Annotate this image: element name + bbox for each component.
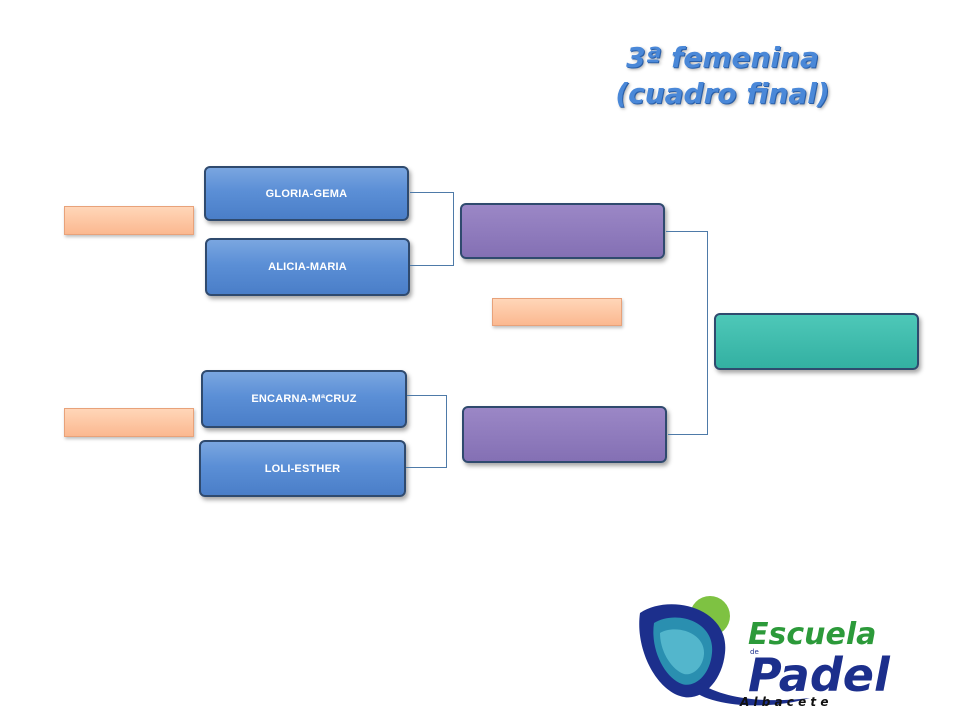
team-encarna-mcruz: ENCARNA-MªCRUZ [201, 370, 407, 428]
logo-word-padel: Padel [748, 648, 891, 702]
logo-graphic: Escuela de Padel A l b a c e t e [639, 596, 891, 709]
title-line-1: 3ª femenina [626, 41, 819, 74]
team-loli-esther: LOLI-ESTHER [199, 440, 406, 497]
score-box-middle [492, 298, 622, 326]
logo-word-escuela: Escuela [748, 617, 876, 652]
connector-line [666, 231, 708, 232]
team-label: ALICIA-MARIA [268, 261, 347, 273]
semifinal-box-bottom [462, 406, 667, 463]
team-alicia-maria: ALICIA-MARIA [205, 238, 410, 296]
title-line-2: (cuadro final) [615, 77, 830, 110]
logo-word-albacete: A l b a c e t e [739, 695, 828, 709]
page-title: 3ª femenina (cuadro final) [600, 40, 845, 112]
connector-line [446, 395, 447, 468]
connector-line [410, 265, 454, 266]
team-label: LOLI-ESTHER [264, 462, 341, 475]
escuela-padel-logo: Escuela de Padel A l b a c e t e [630, 588, 945, 713]
team-label: ENCARNA-MªCRUZ [251, 393, 357, 405]
connector-line [406, 467, 447, 468]
connector-line [707, 231, 708, 435]
score-box-bottom [64, 408, 194, 437]
logo-word-de: de [750, 648, 759, 656]
connector-line [410, 192, 454, 193]
final-box [714, 313, 919, 370]
connector-line [668, 434, 708, 435]
connector-line [453, 192, 454, 266]
team-gloria-gema: GLORIA-GEMA [204, 166, 409, 221]
connector-line [407, 395, 447, 396]
team-label: GLORIA-GEMA [265, 187, 348, 200]
semifinal-box-top [460, 203, 665, 259]
score-box-top [64, 206, 194, 235]
